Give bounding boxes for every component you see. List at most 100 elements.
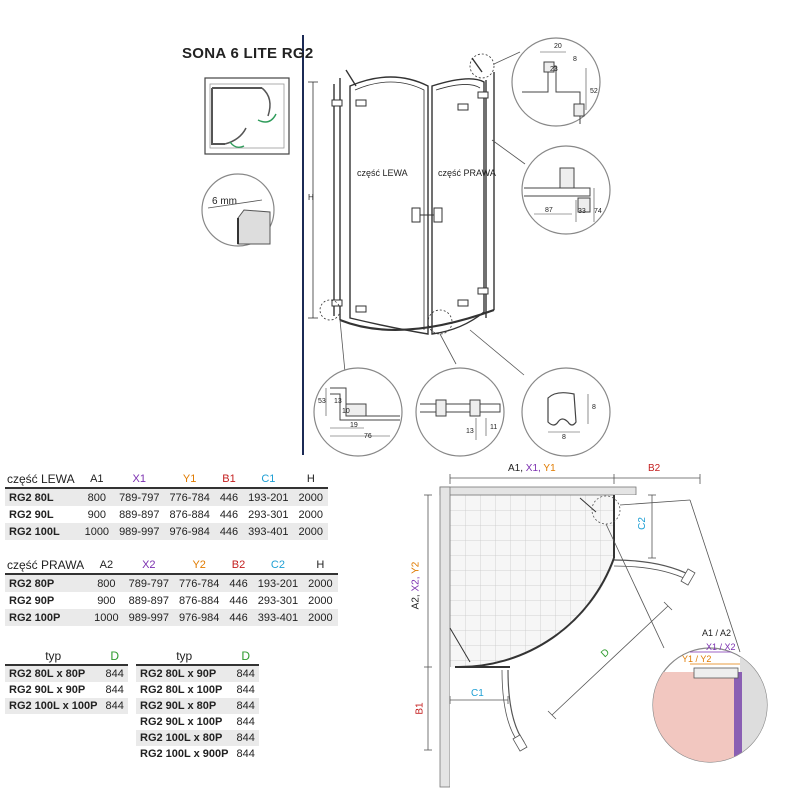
b1-label: B1 bbox=[414, 702, 426, 715]
dim-label: 23 bbox=[550, 66, 558, 73]
table-cell: 844 bbox=[101, 698, 128, 714]
table-cell: 446 bbox=[224, 609, 253, 626]
table-cell: RG2 90L bbox=[9, 508, 54, 521]
a2-label: A2, bbox=[410, 594, 422, 610]
plan-top-dim: A1, X1, Y1 bbox=[508, 463, 556, 474]
dim-label: 52 bbox=[590, 88, 598, 95]
table-cell: 2000 bbox=[293, 523, 329, 540]
table-cell: RG2 90L x 80P bbox=[136, 698, 233, 714]
y1-label: Y1 bbox=[543, 463, 556, 474]
b2-label: B2 bbox=[648, 463, 661, 474]
table-cell: 800 bbox=[79, 488, 115, 506]
table-cell: 989-997 bbox=[123, 609, 174, 626]
table-cell: 900 bbox=[97, 594, 116, 607]
col-header: X1 bbox=[114, 470, 165, 489]
table-row: RG2 100L x 100P 844 bbox=[5, 698, 128, 714]
table-cell: RG2 100L x 100P bbox=[5, 698, 102, 714]
left-part-label: część LEWA bbox=[357, 168, 408, 178]
table-cell: 844 bbox=[236, 716, 255, 728]
col-header: B2 bbox=[224, 556, 253, 575]
dim-label: 87 bbox=[545, 207, 553, 214]
table-row: RG2 80L x 100P 844 bbox=[136, 682, 259, 698]
table-cell: RG2 90P bbox=[9, 594, 55, 607]
table-cell: RG2 80L x 80P bbox=[5, 665, 102, 682]
table-cell: RG2 100L x 80P bbox=[136, 730, 233, 746]
table-cell: 889-897 bbox=[128, 594, 169, 607]
table-cell: 2000 bbox=[303, 574, 338, 592]
dim-label: 76 bbox=[364, 433, 372, 440]
table-cell: 776-784 bbox=[164, 488, 215, 506]
table-row: RG2 90L x 90P 844 bbox=[5, 682, 128, 698]
col-header: Y1 bbox=[164, 470, 215, 489]
table-cell: 446 bbox=[219, 508, 239, 521]
plan-icon bbox=[204, 77, 290, 155]
dim-label: 8 bbox=[573, 56, 577, 63]
table-cell: 844 bbox=[236, 684, 255, 696]
dim-label: 53 bbox=[318, 398, 326, 405]
table-cell: RG2 100L x 900P bbox=[140, 748, 229, 760]
col-header: B1 bbox=[214, 470, 244, 489]
table-cell: 446 bbox=[224, 574, 253, 592]
detail-top-right bbox=[511, 37, 601, 127]
table-row: RG2 80L x 90P 844 bbox=[136, 665, 259, 682]
table-row: RG2 100P 1000 989-997 976-984 446 393-40… bbox=[5, 609, 338, 626]
table-cell: 393-401 bbox=[243, 523, 294, 540]
table-cell: RG2 100L bbox=[5, 523, 80, 540]
table-row: RG2 100L 1000 989-997 976-984 446 393-40… bbox=[5, 523, 329, 540]
table-cell: 800 bbox=[89, 574, 124, 592]
table-cell: 293-301 bbox=[248, 508, 289, 521]
col-header: Y2 bbox=[173, 556, 225, 575]
table-cell: 789-797 bbox=[123, 574, 174, 592]
table-row: RG2 80L x 80P 844 bbox=[5, 665, 128, 682]
dim-label: 20 bbox=[554, 43, 562, 50]
plan-side-dim: A2, X2, Y2 bbox=[410, 562, 421, 610]
glass-thickness-detail bbox=[201, 173, 275, 247]
table-row: RG2 100L x 80P 844 bbox=[136, 730, 259, 746]
table-cell: 446 bbox=[214, 488, 244, 506]
dim-label: 13 bbox=[466, 428, 474, 435]
table-cell: RG2 80L x 100P bbox=[140, 684, 223, 696]
right-part-table: część PRAWA A2 X2 Y2 B2 C2 H RG2 80P 800… bbox=[5, 556, 338, 626]
table-cell: 2000 bbox=[308, 594, 333, 607]
col-header: D bbox=[101, 648, 128, 666]
right-part-label: część PRAWA bbox=[438, 168, 496, 178]
table-cell: 1000 bbox=[89, 609, 124, 626]
type-table-asymmetric: typ D RG2 80L x 90P 844 RG2 80L x 100P 8… bbox=[136, 648, 259, 762]
table-cell: 776-784 bbox=[173, 574, 225, 592]
table-row: RG2 90L 900 889-897 876-884 446 293-301 … bbox=[5, 506, 328, 523]
table-cell: 2000 bbox=[298, 508, 324, 521]
col-header: D bbox=[232, 648, 259, 666]
table-cell: RG2 80L x 90P bbox=[136, 665, 233, 682]
table-cell: 876-884 bbox=[169, 508, 210, 521]
table-row: RG2 80P 800 789-797 776-784 446 193-201 … bbox=[5, 574, 338, 592]
dim-label: 8 bbox=[592, 404, 596, 411]
dim-label: 10 bbox=[342, 408, 350, 415]
table-row: RG2 100L x 900P 844 bbox=[136, 746, 259, 762]
height-label: H bbox=[308, 193, 314, 202]
detail-bottom-middle bbox=[415, 367, 505, 457]
c2-label: C2 bbox=[636, 517, 648, 530]
thickness-label: 6 mm bbox=[212, 196, 237, 207]
table-cell: 844 bbox=[105, 684, 124, 696]
dim-label: 11 bbox=[490, 424, 498, 431]
table-cell: 1000 bbox=[79, 523, 115, 540]
elevation-drawing bbox=[308, 53, 495, 335]
table-cell: 2000 bbox=[303, 609, 338, 626]
table-row: RG2 90L x 100P 844 bbox=[136, 714, 259, 730]
inset-x-label: X1 / X2 bbox=[706, 642, 736, 652]
table-cell: RG2 90L x 90P bbox=[9, 684, 86, 696]
inset-y-label: Y1 / Y2 bbox=[682, 654, 712, 664]
table-row: RG2 90L x 80P 844 bbox=[136, 698, 259, 714]
x1-label: X1, bbox=[525, 463, 541, 474]
col-header: C1 bbox=[243, 470, 294, 489]
col-header: typ bbox=[136, 648, 233, 666]
table-cell: 293-301 bbox=[257, 594, 299, 607]
col-header: X2 bbox=[123, 556, 174, 575]
table-cell: 2000 bbox=[293, 488, 329, 506]
dim-label: 74 bbox=[594, 208, 602, 215]
table-cell: 789-797 bbox=[114, 488, 165, 506]
table-group-title: część LEWA bbox=[5, 470, 80, 489]
table-cell: 844 bbox=[232, 665, 259, 682]
detail-bottom-right bbox=[521, 367, 611, 457]
